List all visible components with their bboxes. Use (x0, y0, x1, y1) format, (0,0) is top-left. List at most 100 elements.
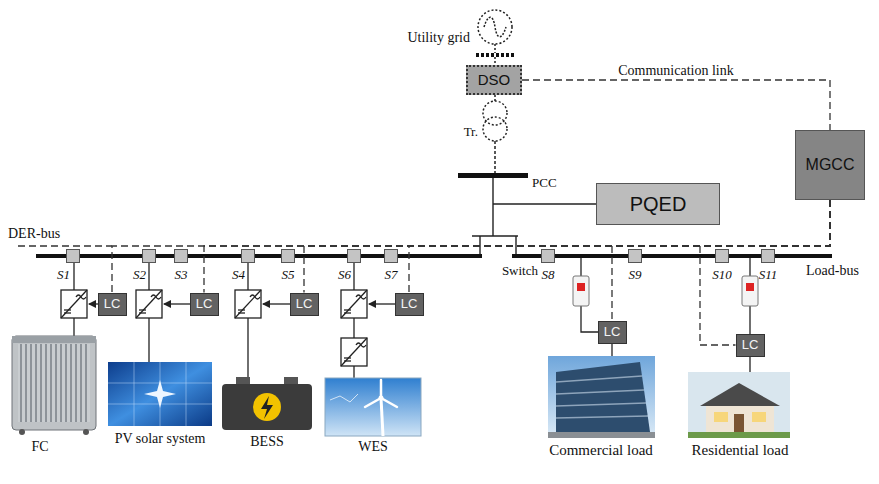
converter-symbol (139, 309, 146, 310)
pv-panel-picture (144, 380, 176, 408)
transformer-symbol (483, 117, 507, 141)
switch-squares (348, 250, 361, 263)
communication-link (522, 80, 830, 130)
commercial-building-picture (548, 356, 655, 438)
house-picture (700, 383, 780, 406)
switch-squares (716, 250, 729, 263)
grid-wire (494, 57, 496, 65)
switch-label: S3 (175, 268, 188, 283)
converter-symbol (341, 338, 367, 366)
converter-symbol (61, 290, 87, 318)
commercial-building-picture (556, 390, 644, 394)
node-text: DSO (478, 71, 511, 88)
fuel-cell-picture (18, 344, 90, 422)
switch-label: S11 (759, 268, 778, 283)
converter-symbol (341, 338, 367, 366)
converter-symbol (356, 343, 366, 347)
converter-symbol (61, 290, 367, 366)
pv-panel-picture (186, 362, 187, 426)
communication-link (204, 200, 830, 293)
wind-turbine-picture (365, 398, 381, 407)
dso-wire (494, 95, 496, 101)
switch-squares (242, 250, 255, 263)
converter-symbol (61, 290, 87, 318)
pv-panel-picture (108, 362, 212, 426)
feeder-wires (749, 258, 750, 276)
control-arrow (89, 303, 395, 304)
breaker-symbol (573, 276, 589, 306)
switch-label: S7 (385, 268, 398, 283)
converter-symbol (151, 295, 161, 299)
grid-bus-bar (476, 53, 514, 57)
battery-picture (236, 377, 250, 385)
wind-turbine-picture (381, 398, 397, 407)
node-text: LC (104, 297, 121, 312)
control-arrow (164, 303, 190, 304)
converter-symbol (344, 312, 351, 313)
converter-symbol (238, 309, 245, 310)
switch-squares (67, 250, 80, 263)
converter-symbol (235, 290, 261, 318)
component-label: BESS (250, 434, 283, 450)
grid-label: Utility grid (407, 30, 470, 46)
switch-label: S1 (57, 268, 70, 283)
fuel-cell-picture (12, 336, 96, 430)
switch-squares (542, 250, 555, 263)
converter-symbol (76, 295, 86, 299)
switch-label: S2 (133, 268, 146, 283)
local-controller-box: LC (290, 293, 319, 316)
house-picture (688, 372, 790, 438)
dso-box: DSO (466, 65, 522, 95)
house-picture (714, 412, 728, 422)
battery-picture (222, 377, 312, 430)
switch-label: S4 (232, 268, 245, 283)
house-picture (688, 372, 790, 438)
converter-symbol (250, 295, 260, 299)
switch-squares (629, 250, 642, 263)
component-label: PV solar system (115, 431, 206, 447)
wind-turbine-picture (379, 396, 384, 401)
switch-label: S8 (542, 268, 555, 283)
bus-label: PCC (532, 176, 557, 191)
switch-squares (282, 250, 295, 263)
node-text: LC (196, 297, 213, 312)
communication-link (112, 200, 830, 293)
switch-squares (385, 250, 398, 263)
converter-symbol (344, 309, 351, 310)
converter-symbol (238, 312, 245, 313)
transformer-wire (494, 141, 496, 173)
commercial-building-picture (556, 376, 642, 382)
feeder-wires (247, 318, 248, 380)
switch-squares (762, 250, 775, 263)
local-controller-box: LC (598, 321, 627, 344)
switch-label: S5 (282, 268, 295, 283)
node-text: LC (296, 297, 313, 312)
house-picture (688, 432, 790, 438)
feeder-wires (353, 366, 354, 378)
local-controller-box: LC (736, 334, 765, 357)
fuel-cell-picture (19, 429, 25, 435)
switch-label: S9 (629, 268, 642, 283)
switch-squares (67, 250, 775, 263)
battery-picture (261, 396, 273, 419)
battery-picture (284, 377, 298, 385)
component-label: Residential load (691, 442, 788, 459)
load-bus-bar (512, 254, 832, 258)
switch-squares (143, 250, 156, 263)
pcc-wires (493, 203, 596, 204)
feeder-wires (580, 258, 581, 276)
commercial-building-picture (548, 432, 655, 438)
node-text: LC (401, 297, 418, 312)
edge-label: Communication link (616, 63, 736, 79)
commercial-building-picture (556, 362, 650, 432)
node-text: LC (742, 338, 759, 353)
node-text: LC (604, 325, 621, 340)
wind-turbine-picture (381, 398, 383, 436)
pv-panel-picture (108, 362, 212, 426)
component-label: WES (358, 439, 388, 455)
switch-label: S10 (712, 268, 732, 283)
communication-trunk (18, 245, 112, 246)
pcc-bus-bar (458, 173, 528, 178)
feeder-wires (749, 356, 750, 372)
